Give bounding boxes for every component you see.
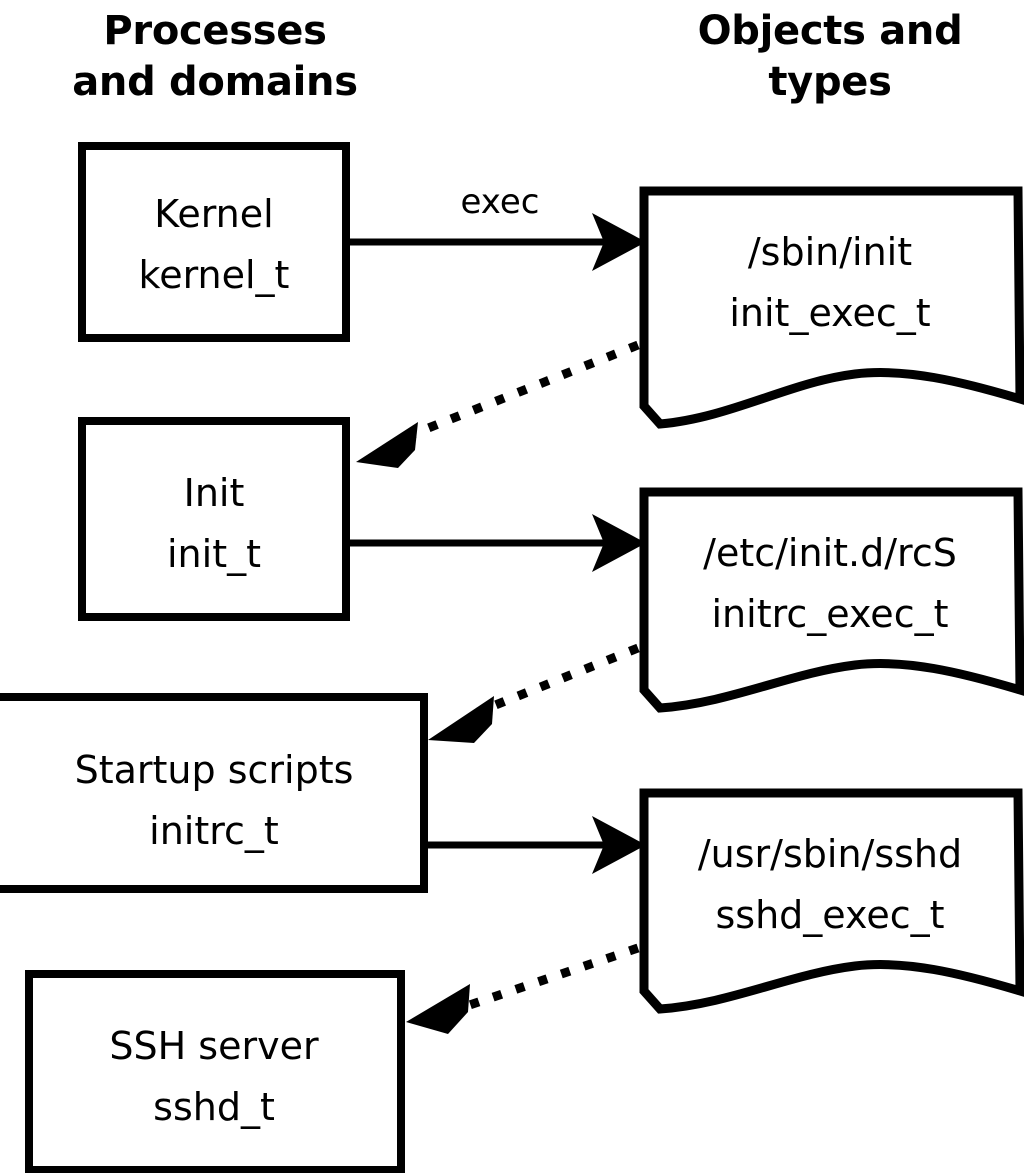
edge-sshd-exec-transition-sshd: [406, 943, 640, 1034]
edge-initrc-exec-sshd-exec: [428, 816, 646, 874]
column-header-processes-line2: and domains: [72, 59, 358, 105]
process-node-sshd[interactable]: SSH server sshd_t: [25, 970, 405, 1173]
object-node-init-exec-path: /sbin/init: [748, 230, 912, 274]
object-node-initrc-exec[interactable]: /etc/init.d/rcS initrc_exec_t: [639, 487, 1024, 713]
arrowhead: [356, 422, 418, 468]
column-header-processes: Processes and domains: [72, 8, 358, 105]
object-node-initrc-exec-type: initrc_exec_t: [712, 592, 949, 636]
object-node-initrc-exec-doc[interactable]: [639, 487, 1024, 713]
object-node-sshd-exec[interactable]: /usr/sbin/sshd sshd_exec_t: [639, 788, 1024, 1014]
arrowhead: [592, 816, 646, 874]
process-node-initrc-name: Startup scripts: [75, 748, 354, 792]
edge-line: [453, 943, 640, 1015]
arrowhead: [592, 213, 646, 271]
process-node-init[interactable]: Init init_t: [78, 417, 350, 621]
column-header-objects: Objects and types: [698, 8, 963, 105]
column-header-objects-line1: Objects and: [698, 8, 963, 54]
process-node-kernel-type: kernel_t: [139, 253, 290, 297]
process-node-init-box[interactable]: [78, 417, 350, 621]
edge-init-exec-initrc-exec: [350, 514, 646, 572]
column-header-objects-line2: types: [768, 59, 891, 105]
process-node-sshd-name: SSH server: [109, 1024, 319, 1068]
edge-kernel-exec-init-exec: exec: [350, 182, 646, 271]
process-node-initrc[interactable]: Startup scripts initrc_t: [0, 693, 428, 893]
process-node-sshd-box[interactable]: [25, 970, 405, 1173]
process-node-kernel-box[interactable]: [78, 142, 350, 342]
process-node-kernel[interactable]: Kernel kernel_t: [78, 142, 350, 342]
object-node-sshd-exec-doc[interactable]: [639, 788, 1024, 1014]
edge-initrc-exec-transition-initrc: [428, 643, 640, 743]
column-header-processes-line1: Processes: [103, 8, 326, 54]
object-node-sshd-exec-type: sshd_exec_t: [715, 893, 944, 937]
object-node-init-exec-type: init_exec_t: [729, 291, 930, 335]
process-node-initrc-type: initrc_t: [149, 809, 279, 853]
edge-line: [476, 643, 640, 717]
arrowhead: [428, 696, 494, 743]
edge-init-exec-transition-init: [356, 340, 640, 468]
arrowhead: [406, 984, 470, 1034]
object-node-sshd-exec-path: /usr/sbin/sshd: [698, 832, 962, 876]
object-node-init-exec[interactable]: /sbin/init init_exec_t: [639, 186, 1024, 429]
edge-label-exec: exec: [460, 182, 539, 222]
arrowhead: [592, 514, 646, 572]
edge-line: [396, 340, 640, 445]
process-node-initrc-box[interactable]: [0, 693, 428, 893]
object-node-init-exec-doc[interactable]: [639, 186, 1024, 429]
process-node-sshd-type: sshd_t: [153, 1085, 275, 1129]
process-node-kernel-name: Kernel: [154, 192, 273, 236]
process-node-init-name: Init: [184, 471, 245, 515]
process-node-init-type: init_t: [167, 532, 261, 576]
object-node-initrc-exec-path: /etc/init.d/rcS: [703, 531, 957, 575]
